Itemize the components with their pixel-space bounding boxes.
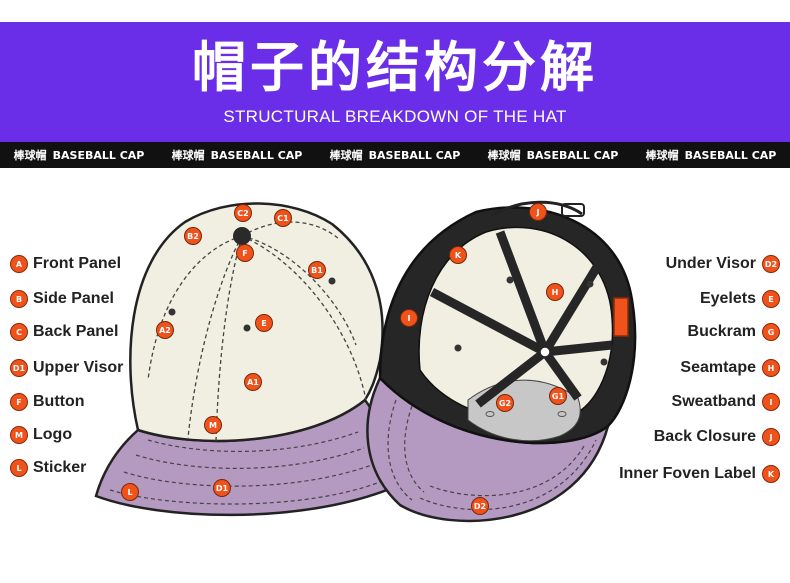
eyelet (168, 308, 176, 316)
svg-text:G2: G2 (499, 399, 511, 408)
badge-m: M (10, 426, 28, 444)
svg-text:I: I (408, 314, 411, 323)
svg-text:D2: D2 (474, 502, 486, 511)
svg-text:C1: C1 (277, 214, 289, 223)
callout-e: E (255, 314, 273, 332)
svg-text:G1: G1 (552, 392, 565, 401)
title-banner: 帽子的结构分解 STRUCTURAL BREAKDOWN OF THE HAT (0, 22, 790, 142)
callout-l: L (121, 483, 139, 501)
svg-text:K: K (455, 251, 462, 260)
callout-h: H (546, 283, 564, 301)
callout-d1: D1 (213, 479, 231, 497)
callout-a1: A1 (244, 373, 262, 391)
badge-j: J (762, 428, 780, 446)
badge-f: F (10, 393, 28, 411)
svg-text:H: H (552, 288, 559, 297)
svg-text:M: M (209, 421, 217, 430)
svg-text:J: J (536, 208, 540, 217)
button-shape (233, 227, 251, 245)
callout-f: F (236, 244, 254, 262)
page-title: 帽子的结构分解 (192, 36, 598, 99)
cap-diagram: C2 C1 B2 F B1 A2 E A1 M D1 L J K H I G2 … (94, 200, 637, 523)
badge-g: G (762, 323, 780, 341)
callout-m: M (204, 416, 222, 434)
badge-b: B (10, 290, 28, 308)
eyelet (243, 324, 251, 332)
badge-e: E (762, 290, 780, 308)
callout-b2: B2 (184, 227, 202, 245)
svg-text:A2: A2 (159, 326, 171, 335)
badge-d2: D2 (762, 255, 780, 273)
callout-k: K (449, 246, 467, 264)
callout-j: J (529, 203, 547, 221)
svg-text:C2: C2 (237, 209, 248, 218)
badge-i: I (762, 393, 780, 411)
badge-c: C (10, 323, 28, 341)
callout-g2: G2 (496, 394, 514, 412)
callout-i: I (400, 309, 418, 327)
badge-h: H (762, 359, 780, 377)
badge-a: A (10, 255, 28, 273)
seamtape-shape (495, 230, 550, 354)
badge-d1: D1 (10, 359, 28, 377)
callout-g1: G1 (549, 387, 567, 405)
callout-a2: A2 (156, 321, 174, 339)
svg-text:D1: D1 (216, 484, 229, 493)
eyelet (328, 277, 336, 285)
svg-text:F: F (242, 249, 247, 258)
back-closure-shape (491, 200, 583, 218)
right-cap-illustration (366, 200, 637, 523)
svg-text:L: L (127, 488, 132, 497)
svg-text:E: E (261, 319, 266, 328)
callout-c1: C1 (274, 209, 292, 227)
badge-k: K (762, 465, 780, 483)
svg-text:A1: A1 (247, 378, 259, 387)
callout-b1: B1 (308, 261, 326, 279)
inner-label-shape (613, 297, 629, 337)
callout-d2: D2 (471, 497, 489, 515)
page-subtitle: STRUCTURAL BREAKDOWN OF THE HAT (223, 107, 567, 126)
badge-l: L (10, 459, 28, 477)
callout-c2: C2 (234, 204, 252, 222)
svg-text:B2: B2 (187, 232, 199, 241)
svg-text:B1: B1 (311, 266, 323, 275)
